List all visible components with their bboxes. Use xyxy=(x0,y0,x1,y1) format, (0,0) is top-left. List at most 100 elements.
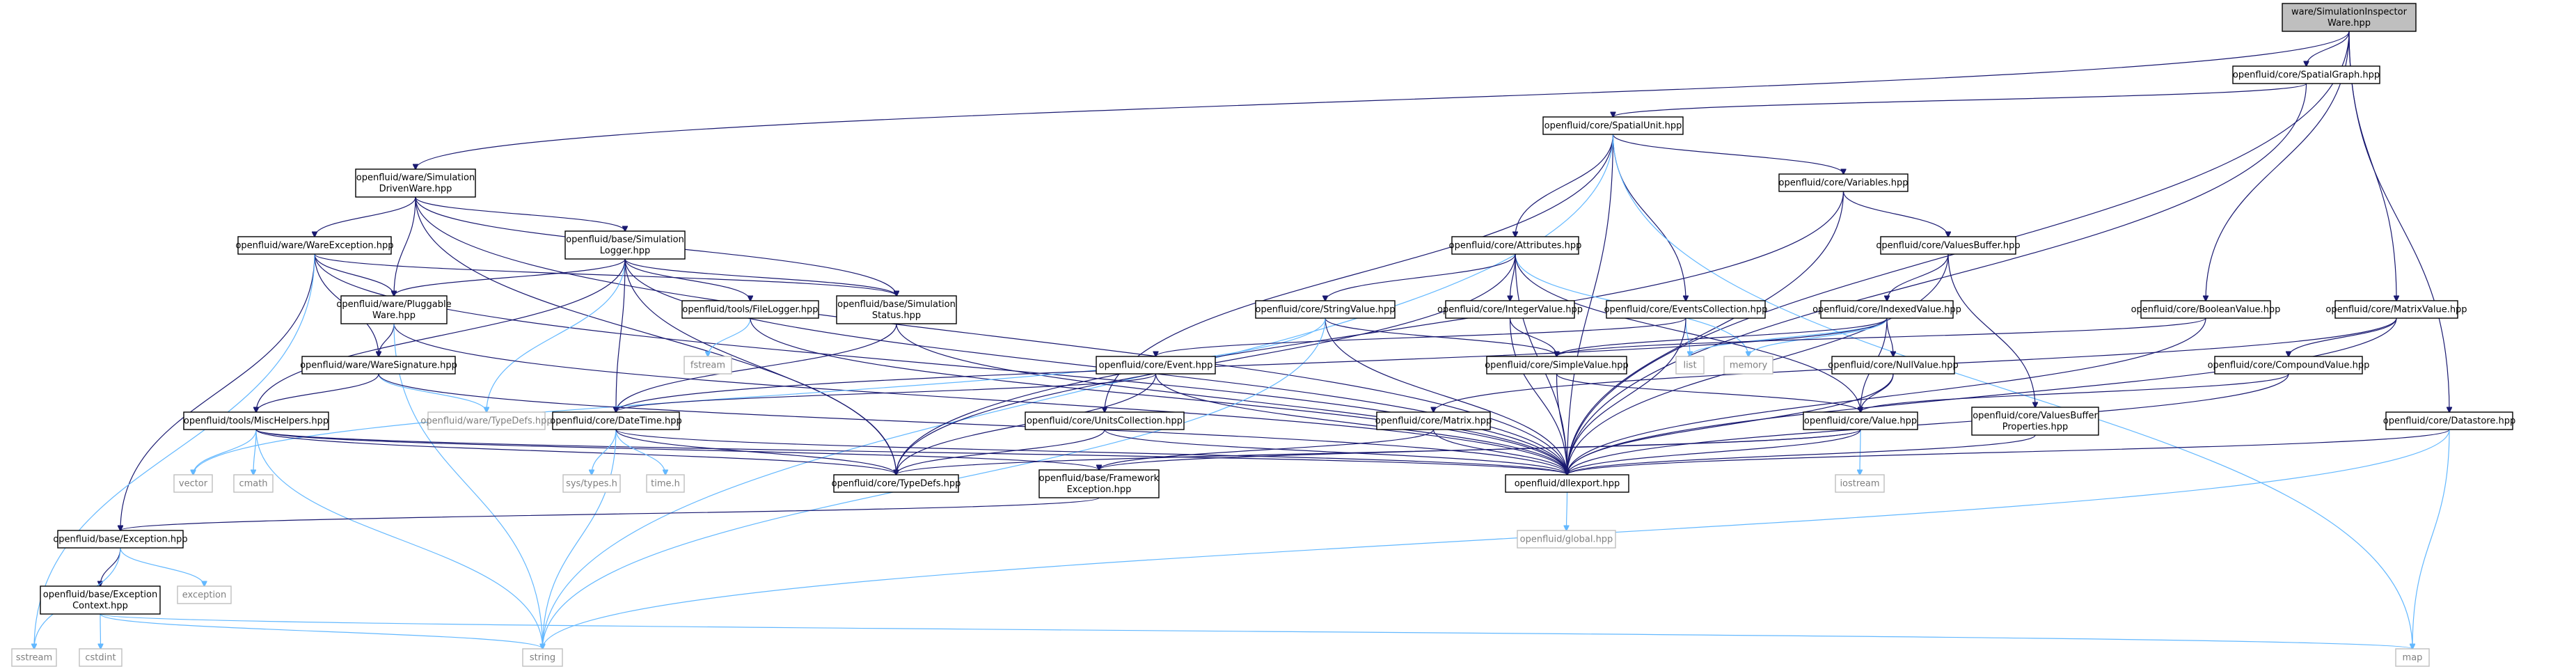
node-box xyxy=(40,585,161,615)
node-box xyxy=(233,474,274,493)
node-exception[interactable]: openfluid/base/Exception.hpp xyxy=(53,530,188,549)
node-filelogger[interactable]: openfluid/tools/FileLogger.hpp xyxy=(681,300,819,319)
node-box xyxy=(1542,116,1684,135)
node-cmath: cmath xyxy=(233,474,274,493)
node-box xyxy=(564,230,686,260)
node-waresig[interactable]: openfluid/ware/WareSignature.hpp xyxy=(300,356,457,375)
node-global: openfluid/global.hpp xyxy=(1517,530,1616,549)
edge-exception-to-exccontext xyxy=(100,547,121,586)
node-layer: ware/SimulationInspectorWare.hppopenflui… xyxy=(11,3,2515,667)
node-box xyxy=(522,648,563,667)
node-spatialgraph[interactable]: openfluid/core/SpatialGraph.hpp xyxy=(2232,65,2380,84)
node-label: cmath xyxy=(239,479,267,489)
node-valuesbuffer[interactable]: openfluid/core/ValuesBuffer.hpp xyxy=(1876,236,2021,255)
edge-pluggable-to-dllexport xyxy=(393,323,1567,475)
edge-simdriven-to-wareexc xyxy=(315,196,416,237)
node-attributes[interactable]: openfluid/core/Attributes.hpp xyxy=(1449,236,1582,255)
node-label: Ware.hpp xyxy=(372,310,416,321)
node-variables[interactable]: openfluid/core/Variables.hpp xyxy=(1778,173,1909,192)
node-stringvalue[interactable]: openfluid/core/StringValue.hpp xyxy=(1255,300,1396,319)
node-systypes: sys/types.h xyxy=(562,474,621,493)
edge-wareexc-to-pluggable xyxy=(314,253,394,296)
node-label: vector xyxy=(179,479,208,489)
node-label: string xyxy=(530,653,555,663)
edge-value-to-dllexport xyxy=(1567,429,1861,475)
node-dllexport[interactable]: openfluid/dllexport.hpp xyxy=(1505,474,1629,493)
edge-matrix-to-dllexport xyxy=(1432,429,1567,475)
node-box xyxy=(2282,3,2417,32)
node-box xyxy=(683,356,732,375)
edge-matrixvalue-to-compoundvalue xyxy=(2289,317,2397,356)
edge-variables-to-dllexport xyxy=(1567,191,1844,475)
node-unitscoll[interactable]: openfluid/core/UnitsCollection.hpp xyxy=(1025,411,1185,430)
node-label: openfluid/core/Event.hpp xyxy=(1099,361,1213,371)
node-box xyxy=(1803,411,1918,430)
node-wareexc[interactable]: openfluid/ware/WareException.hpp xyxy=(235,236,394,255)
edge-variables-to-typedefs xyxy=(896,191,1844,475)
edge-stringvalue-to-simplevalue xyxy=(1325,317,1557,356)
node-datastore[interactable]: openfluid/core/Datastore.hpp xyxy=(2383,411,2515,430)
edge-datastore-to-dllexport xyxy=(1567,429,2450,475)
node-matrix[interactable]: openfluid/core/Matrix.hpp xyxy=(1375,411,1492,430)
edge-indexedvalue-to-memory xyxy=(1748,317,1888,356)
edge-eventscoll-to-dllexport xyxy=(1567,317,1686,475)
node-valuesbufprops[interactable]: openfluid/core/ValuesBufferProperties.hp… xyxy=(1971,407,2099,436)
edge-eventscoll-to-event xyxy=(1156,317,1686,356)
node-box xyxy=(1486,356,1627,375)
node-nullvalue[interactable]: openfluid/core/NullValue.hpp xyxy=(1828,356,1959,375)
edge-unitscoll-to-typedefs xyxy=(896,429,1105,475)
node-box xyxy=(183,411,329,430)
edge-exccontext-to-string xyxy=(100,613,543,649)
node-box xyxy=(1820,300,1954,319)
node-label: openfluid/core/IndexedValue.hpp xyxy=(1812,305,1961,315)
node-label: openfluid/core/Variables.hpp xyxy=(1779,178,1909,189)
node-label: openfluid/ware/Simulation xyxy=(356,173,475,183)
edge-valuesbufprops-to-dllexport xyxy=(1567,434,2036,475)
node-datetime[interactable]: openfluid/core/DateTime.hpp xyxy=(550,411,682,430)
node-value[interactable]: openfluid/core/Value.hpp xyxy=(1803,411,1918,430)
edge-exccontext-to-map xyxy=(100,613,2412,649)
edge-mischelpers-to-string xyxy=(255,429,543,649)
node-event[interactable]: openfluid/core/Event.hpp xyxy=(1096,356,1216,375)
edge-nullvalue-to-dllexport xyxy=(1567,373,1894,475)
node-booleanvalue[interactable]: openfluid/core/BooleanValue.hpp xyxy=(2131,300,2281,319)
node-box xyxy=(646,474,685,493)
edge-simlogger-to-filelogger xyxy=(624,258,750,301)
node-box xyxy=(1835,474,1885,493)
edge-root-to-spatialgraph xyxy=(2307,31,2350,66)
node-box xyxy=(355,168,476,198)
node-typedefs[interactable]: openfluid/core/TypeDefs.hpp xyxy=(832,474,961,493)
edge-pluggable-to-waresig xyxy=(379,323,395,356)
node-eventscoll[interactable]: openfluid/core/EventsCollection.hpp xyxy=(1604,300,1768,319)
edge-simlogger-to-mischelpers xyxy=(256,258,626,412)
edge-indexedvalue-to-datetime xyxy=(616,317,1888,412)
node-label: openfluid/base/Simulation xyxy=(566,235,684,245)
node-label: cstdint xyxy=(85,653,116,663)
node-label: openfluid/base/Framework xyxy=(1039,473,1160,484)
node-label: openfluid/core/Value.hpp xyxy=(1804,416,1917,427)
node-box xyxy=(681,300,819,319)
node-label: Logger.hpp xyxy=(600,246,651,256)
node-label: openfluid/core/Matrix.hpp xyxy=(1375,416,1492,427)
node-label: openfluid/core/ValuesBuffer xyxy=(1973,411,2098,421)
node-spatialunit[interactable]: openfluid/core/SpatialUnit.hpp xyxy=(1542,116,1684,135)
edge-mischelpers-to-typedefs xyxy=(255,429,896,475)
node-indexedvalue[interactable]: openfluid/core/IndexedValue.hpp xyxy=(1812,300,1961,319)
edge-fwexception-to-exception xyxy=(120,497,1100,530)
node-mischelpers[interactable]: openfluid/tools/MiscHelpers.hpp xyxy=(183,411,329,430)
node-integervalue[interactable]: openfluid/core/IntegerValue.hpp xyxy=(1437,300,1583,319)
node-compoundvalue[interactable]: openfluid/core/CompoundValue.hpp xyxy=(2208,356,2370,375)
node-matrixvalue[interactable]: openfluid/core/MatrixValue.hpp xyxy=(2325,300,2467,319)
node-label: memory xyxy=(1730,361,1768,371)
node-box xyxy=(1675,356,1705,375)
node-simplevalue[interactable]: openfluid/core/SimpleValue.hpp xyxy=(1485,356,1629,375)
edge-spatialunit-to-map xyxy=(1612,134,2413,649)
edge-integervalue-to-simplevalue xyxy=(1509,317,1557,356)
